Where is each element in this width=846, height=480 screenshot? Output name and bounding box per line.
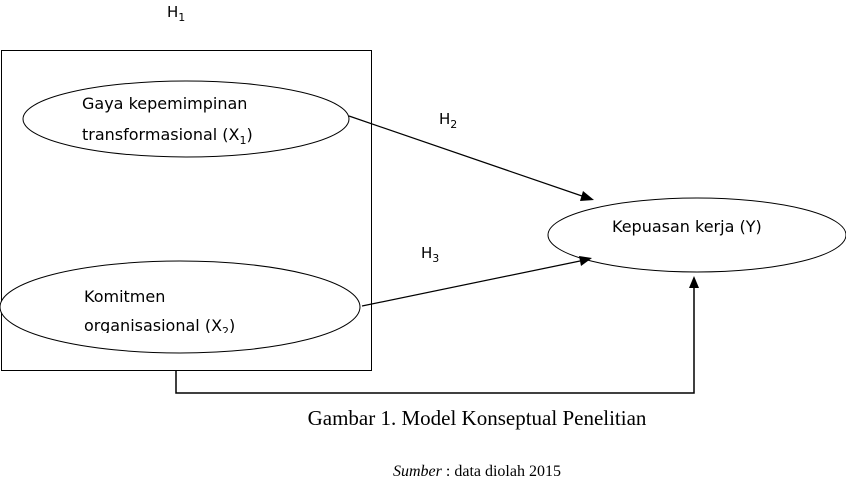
x1-label-line2: transformasional (X1) [82, 125, 253, 147]
h3-arrowhead [579, 256, 592, 266]
h1-arrowhead [689, 276, 699, 288]
x2-label-line2: organisasional (X2) [84, 316, 235, 338]
h3-label: H3 [421, 244, 439, 265]
figure-source: Sumber : data diolah 2015 [393, 463, 561, 480]
figure-caption: Gambar 1. Model Konseptual Penelitian [308, 406, 647, 430]
x1-label-line1: Gaya kepemimpinan [82, 94, 247, 113]
y-label: Kepuasan kerja (Y) [612, 217, 762, 236]
independent-variables-box [1, 50, 372, 371]
y-ellipse [547, 197, 846, 273]
h2-label: H2 [439, 110, 457, 131]
h1-connector-line [175, 286, 695, 394]
h2-arrow-line [348, 115, 583, 197]
h3-arrow-line [361, 260, 581, 307]
h1-label: H1 [167, 3, 185, 24]
h2-arrowhead [580, 191, 594, 201]
x2-label-line1: Komitmen [84, 287, 165, 306]
x2-ellipse [0, 260, 361, 354]
x1-ellipse [22, 80, 350, 158]
